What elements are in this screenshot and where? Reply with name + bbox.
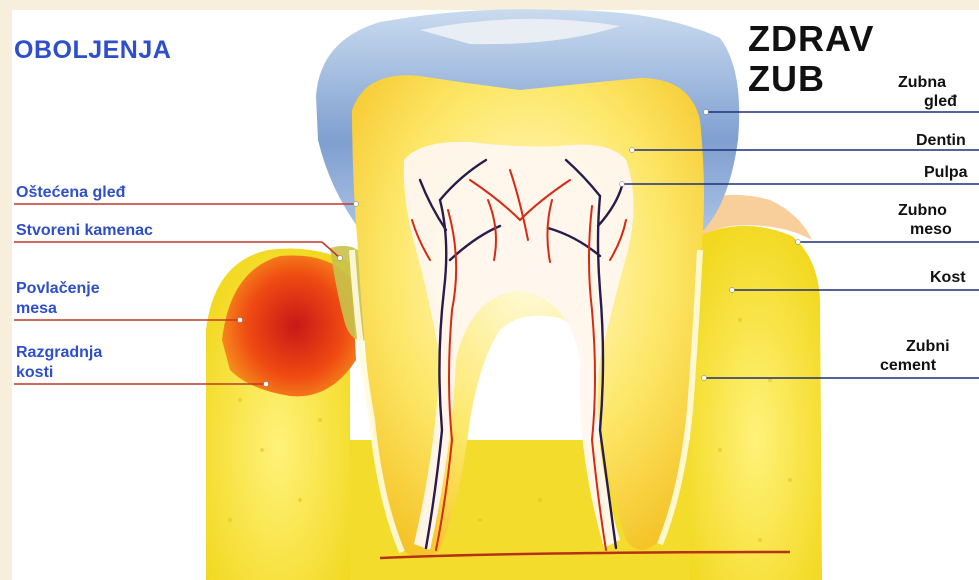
label-bone: Kost xyxy=(930,268,966,287)
label-dentin: Dentin xyxy=(916,131,966,150)
label-calculus: Stvoreni kamenac xyxy=(16,221,153,240)
label-damaged-enamel: Oštećena gleđ xyxy=(16,183,125,202)
label-pulp: Pulpa xyxy=(924,163,968,182)
diseases-title: OBOLJENJA xyxy=(14,36,171,65)
label-cementum-line1: Zubni xyxy=(906,337,950,356)
healthy-tooth-title-line1: ZDRAV xyxy=(748,20,874,58)
label-bone-loss-line1: Razgradnja xyxy=(16,343,102,362)
label-gum-line2: meso xyxy=(910,220,952,239)
healthy-tooth-title-line2: ZUB xyxy=(748,60,825,98)
label-enamel-line2: gleđ xyxy=(924,92,957,111)
label-gum-recession-line2: mesa xyxy=(16,299,57,318)
label-enamel-line1: Zubna xyxy=(898,73,946,92)
label-gum-line1: Zubno xyxy=(898,201,947,220)
label-gum-recession-line1: Povlačenje xyxy=(16,279,100,298)
label-cementum-line2: cement xyxy=(880,356,936,375)
label-bone-loss-line2: kosti xyxy=(16,363,53,382)
